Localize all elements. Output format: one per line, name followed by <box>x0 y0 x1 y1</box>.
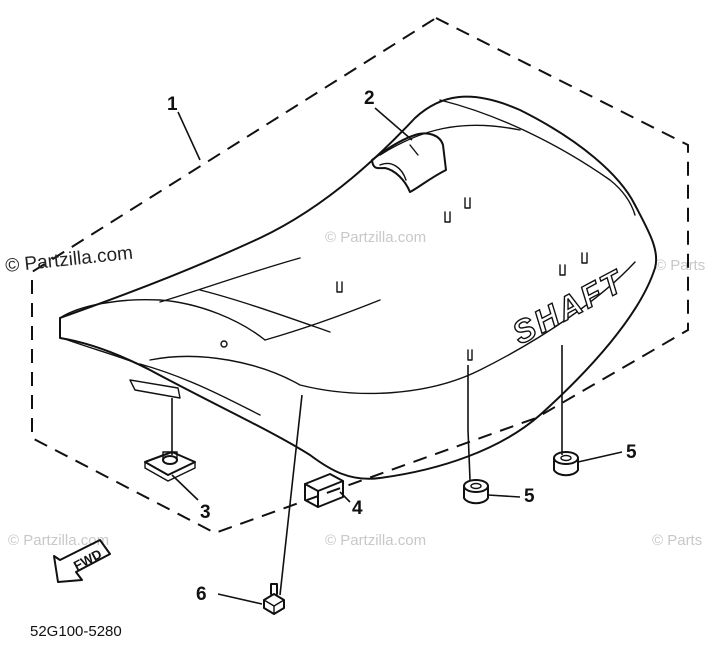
callout-5-right: 5 <box>626 442 637 463</box>
grommet-part-a <box>463 479 489 505</box>
assembly-outline <box>31 16 689 535</box>
damper-part <box>304 473 344 508</box>
callout-2: 2 <box>364 88 375 109</box>
leader-2 <box>374 107 413 141</box>
watermark-right-bottom: © Parts <box>652 532 702 549</box>
leader-6 <box>279 394 303 596</box>
diagram-part-code: 52G100-5280 <box>30 623 122 640</box>
callout-4: 4 <box>352 498 363 519</box>
watermark-left-bottom: © Partzilla.com <box>8 532 109 549</box>
callout-5-center: 5 <box>524 486 535 507</box>
bolt-part <box>263 583 285 615</box>
grommet-part-b <box>553 451 579 477</box>
bracket-nut-part <box>144 451 196 482</box>
emblem-part <box>371 132 447 193</box>
watermark-main: © Partzilla.com <box>4 243 134 277</box>
leader-4 <box>339 491 351 503</box>
leader-3 <box>171 398 199 501</box>
leader-5a <box>467 365 471 481</box>
leader-6-label <box>217 593 263 605</box>
callout-1: 1 <box>167 94 178 115</box>
watermark-center: © Partzilla.com <box>325 229 426 246</box>
leader-5a-label <box>487 494 521 498</box>
seat-body <box>59 95 658 480</box>
watermark-right-top: © Parts <box>655 257 705 274</box>
leader-1 <box>177 111 201 161</box>
callout-3: 3 <box>200 502 211 523</box>
leader-5b-label <box>577 451 623 463</box>
callout-6: 6 <box>196 584 207 605</box>
seat-emboss-text: SHAFT <box>506 262 630 351</box>
watermark-center-bottom: © Partzilla.com <box>325 532 426 549</box>
stud-markers <box>336 197 588 361</box>
forward-arrow-label: FWD <box>71 546 104 573</box>
